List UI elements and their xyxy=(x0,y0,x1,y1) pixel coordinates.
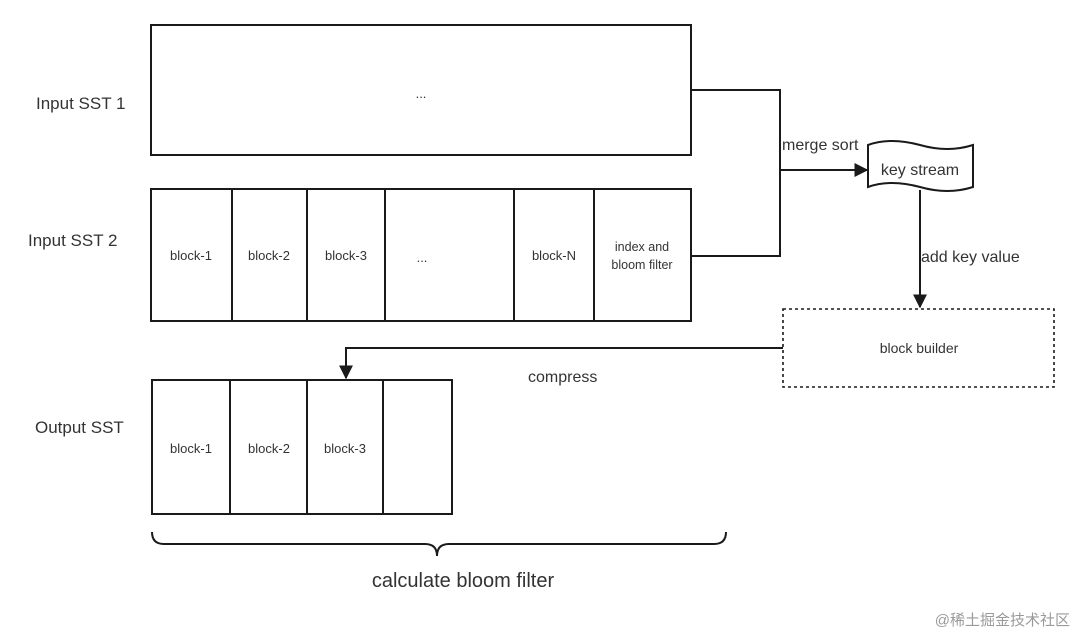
block-builder-box xyxy=(782,308,1055,388)
output-sst-box xyxy=(151,379,453,515)
key-stream-label: key stream xyxy=(881,162,959,179)
input-block-3: block-3 xyxy=(325,248,367,263)
merge-bracket-line xyxy=(691,89,781,257)
input-sst-1: ... xyxy=(150,24,692,156)
input-sst-2-label: Input SST 2 xyxy=(28,231,117,250)
input-sst-2-box xyxy=(150,188,692,322)
key-stream-shape xyxy=(867,140,974,192)
input-block-ellipsis: ... xyxy=(417,250,428,265)
compress-arrow xyxy=(339,347,783,380)
watermark: @稀土掘金技术社区 xyxy=(935,612,1070,629)
output-block-3: block-3 xyxy=(324,441,366,456)
output-block-1: block-1 xyxy=(170,441,212,456)
block-builder-label: block builder xyxy=(880,340,959,356)
input-sst-2: block-1 block-2 block-3 ... block-N inde… xyxy=(150,188,692,322)
compress-edge: compress xyxy=(339,347,783,386)
input-sst-1-ellipsis: ... xyxy=(416,86,427,101)
add-key-value-edge: add key value xyxy=(913,190,1020,309)
input-block-n: block-N xyxy=(532,248,576,263)
add-key-value-label: add key value xyxy=(921,249,1020,266)
input-sst-1-label: Input SST 1 xyxy=(36,94,125,113)
curly-brace xyxy=(151,531,727,557)
index-bloom-filter-line1: index and xyxy=(615,240,669,254)
merge-connector: merge sort xyxy=(691,89,869,257)
output-sst: block-1 block-2 block-3 xyxy=(151,379,453,515)
compress-label: compress xyxy=(528,369,597,386)
input-block-2: block-2 xyxy=(248,248,290,263)
input-sst-1-box xyxy=(150,24,692,156)
output-block-2: block-2 xyxy=(248,441,290,456)
merge-sort-label: merge sort xyxy=(782,137,859,154)
calculate-bloom-filter-label: calculate bloom filter xyxy=(372,570,555,592)
block-builder-node: block builder xyxy=(782,308,1055,388)
key-stream-node: key stream xyxy=(867,140,974,192)
input-block-1: block-1 xyxy=(170,248,212,263)
index-bloom-filter-line2: bloom filter xyxy=(611,258,672,272)
output-sst-label: Output SST xyxy=(35,418,124,437)
